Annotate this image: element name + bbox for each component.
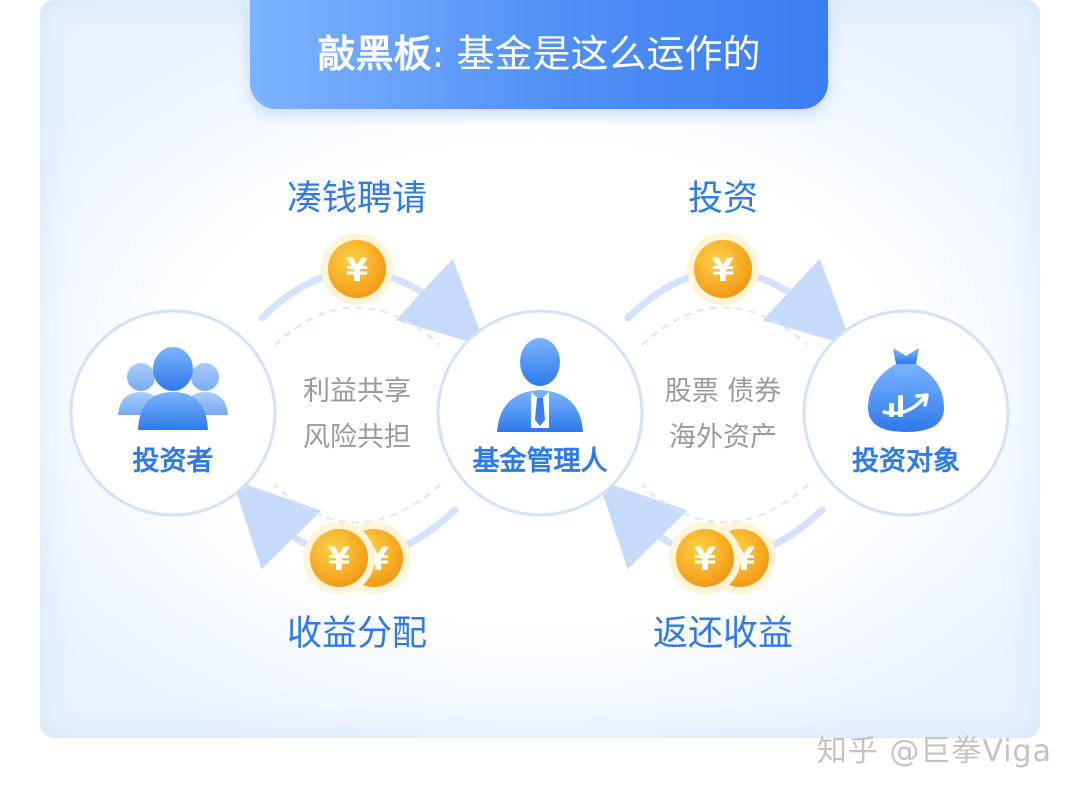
left-center-line1: 利益共享	[303, 376, 411, 407]
node-manager: 基金管理人	[436, 309, 644, 517]
node-manager-label: 基金管理人	[473, 445, 608, 477]
coin-symbol: ¥	[712, 251, 734, 289]
left-center-line2: 风险共担	[303, 422, 411, 453]
coin-symbol: ¥	[694, 540, 716, 578]
money-bag-chart-icon	[868, 348, 944, 432]
dashed-arc-left-bottom	[274, 484, 441, 524]
title-text: 基金是这么运作的	[456, 32, 761, 76]
coin-symbol: ¥	[328, 540, 350, 578]
title-banner: 敲黑板: 基金是这么运作的	[250, 0, 828, 109]
step-label-invest: 投资	[688, 179, 758, 219]
coin-icon-left-top: ¥	[321, 233, 393, 305]
coins-icon-right-bottom: ¥ ¥	[669, 522, 776, 594]
coin-icon-right-top: ¥	[687, 233, 759, 305]
step-label-distribute: 收益分配	[287, 614, 427, 654]
businessman-icon	[497, 338, 583, 432]
node-investor: 投资者	[69, 309, 277, 517]
dashed-arc-left-top	[274, 306, 441, 346]
watermark: 知乎 @巨拳Viga	[816, 734, 1052, 769]
dashed-arc-right-bottom	[641, 484, 809, 524]
node-target: 投资对象	[802, 309, 1010, 517]
node-investor-label: 投资者	[133, 446, 214, 477]
dashed-arc-right-top	[641, 306, 809, 346]
step-label-raise-money: 凑钱聘请	[287, 179, 427, 219]
right-center-line1: 股票 债券	[665, 376, 782, 407]
people-icon	[118, 347, 228, 430]
title-prefix: 敲黑板	[317, 32, 432, 76]
step-label-return: 返还收益	[653, 614, 793, 654]
node-target-label: 投资对象	[852, 445, 960, 477]
right-center-line2: 海外资产	[669, 422, 777, 453]
title-separator: :	[431, 32, 445, 76]
coin-symbol: ¥	[346, 251, 368, 289]
coins-icon-left-bottom: ¥ ¥	[303, 522, 410, 594]
